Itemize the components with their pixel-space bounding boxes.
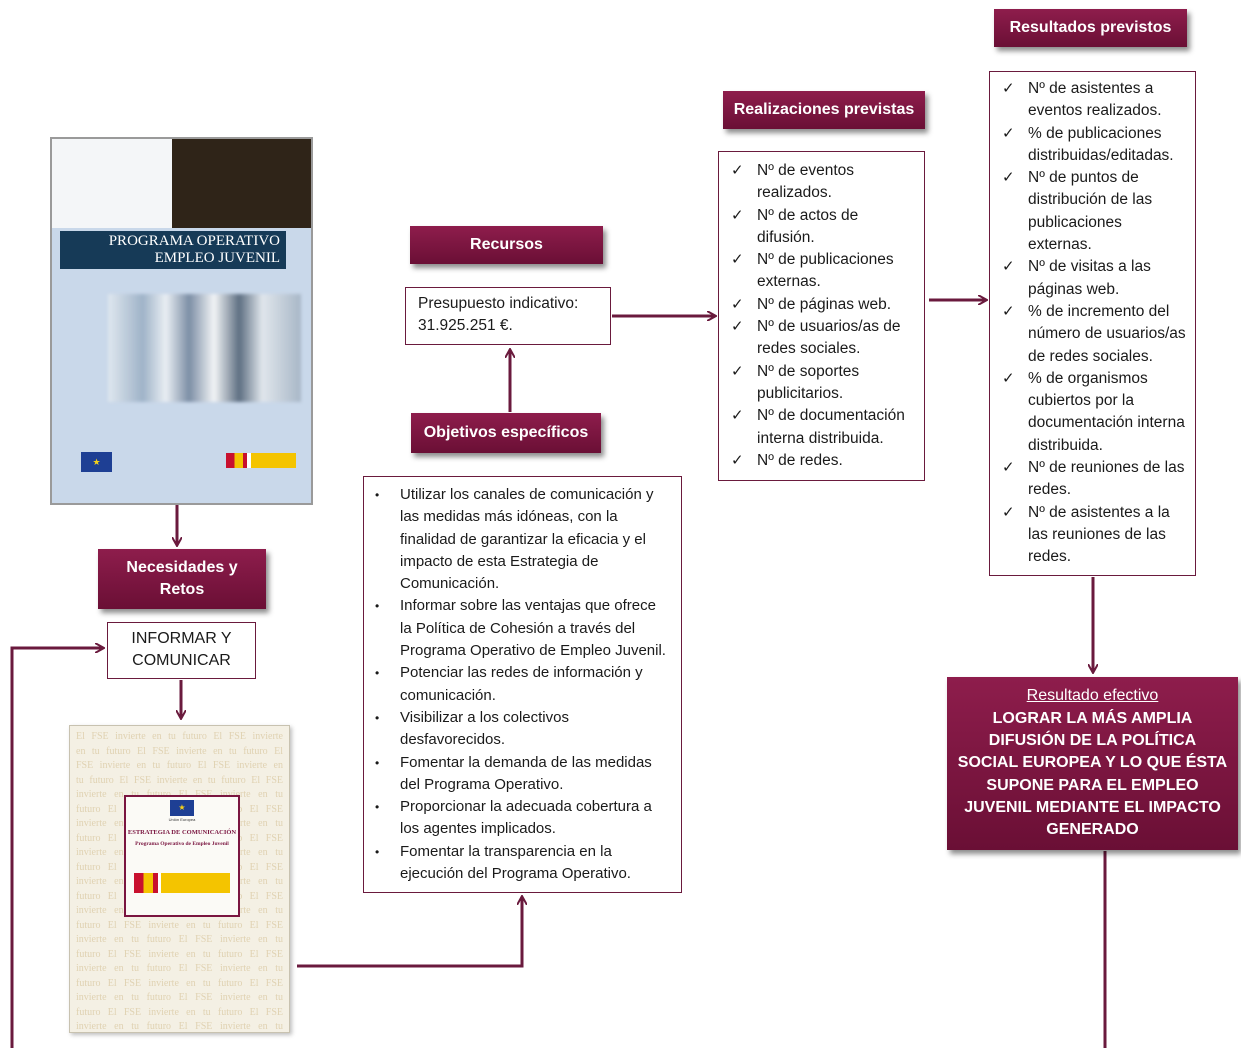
informar-line1: INFORMAR Y — [131, 630, 232, 647]
resultados-list: Nº de asistentes a eventos realizados.% … — [990, 78, 1189, 569]
objetivos-item: Fomentar la demanda de las medidas del P… — [364, 752, 669, 797]
arrow-doc-to-objetivos — [297, 897, 522, 968]
resultado-efectivo-box: Resultado efectivo LOGRAR LA MÁS AMPLIA … — [947, 677, 1238, 850]
realizaciones-item: Nº de actos de difusión. — [719, 205, 916, 250]
resultado-efectivo-heading: Resultado efectivo — [1026, 687, 1159, 705]
resultados-item: % de incremento del número de usuarios/a… — [990, 301, 1189, 368]
objetivos-box: Utilizar los canales de comunicación y l… — [363, 476, 682, 893]
realizaciones-item: Nº de eventos realizados. — [719, 160, 916, 205]
informar-line2: COMUNICAR — [132, 652, 231, 669]
realizaciones-item: Nº de redes. — [719, 450, 916, 473]
recursos-line1: Presupuesto indicativo: — [418, 295, 579, 312]
cover-title-line1: PROGRAMA OPERATIVO — [108, 233, 280, 249]
doc-title: ESTRATEGIA DE COMUNICACIÓN — [127, 829, 237, 836]
objetivos-item: Potenciar las redes de información y com… — [364, 662, 669, 707]
programa-operativo-cover: PROGRAMA OPERATIVO EMPLEO JUVENIL ★ — [50, 137, 313, 505]
eu-flag-icon: ★ — [170, 800, 194, 816]
doc-subtitle: Programa Operativo de Empleo Juvenil — [135, 841, 229, 847]
objetivos-tag: Objetivos específicos — [411, 413, 601, 453]
cover-title-band: PROGRAMA OPERATIVO EMPLEO JUVENIL — [60, 231, 286, 269]
objetivos-list: Utilizar los canales de comunicación y l… — [364, 484, 669, 885]
realizaciones-tag: Realizaciones previstas — [723, 91, 925, 129]
realizaciones-item: Nº de usuarios/as de redes sociales. — [719, 316, 916, 361]
resultados-item: % de publicaciones distribuidas/editadas… — [990, 123, 1189, 168]
arrow-feedback-loop — [10, 648, 103, 1048]
resultados-item: Nº de reuniones de las redes. — [990, 457, 1189, 502]
objetivos-item: Fomentar la transparencia en la ejecució… — [364, 841, 669, 886]
necesidades-label: Necesidades y Retos — [126, 559, 238, 598]
resultados-item: % de organismos cubiertos por la documen… — [990, 368, 1189, 457]
recursos-label: Recursos — [470, 236, 543, 253]
recursos-box: Presupuesto indicativo: 31.925.251 €. — [405, 287, 611, 345]
objetivos-item: Utilizar los canales de comunicación y l… — [364, 484, 669, 595]
recursos-tag: Recursos — [410, 226, 603, 264]
recursos-line2: 31.925.251 €. — [418, 317, 513, 335]
necesidades-tag: Necesidades y Retos — [98, 549, 266, 609]
doc-inner-cover: ★ Unión Europea ESTRATEGIA DE COMUNICACI… — [124, 795, 240, 917]
realizaciones-box: Nº de eventos realizados.Nº de actos de … — [718, 151, 925, 481]
realizaciones-label: Realizaciones previstas — [733, 101, 915, 118]
objetivos-item: Visibilizar a los colectivos desfavoreci… — [364, 707, 669, 752]
realizaciones-list: Nº de eventos realizados.Nº de actos de … — [719, 160, 916, 472]
resultados-item: Nº de visitas a las páginas web. — [990, 256, 1189, 301]
doc-org: Unión Europea — [168, 817, 196, 822]
resultados-label: Resultados previstos — [1009, 19, 1172, 36]
objetivos-label: Objetivos específicos — [423, 424, 589, 441]
objetivos-item: Proporcionar la adecuada cobertura a los… — [364, 796, 669, 841]
cover-white-strip — [52, 139, 172, 228]
estrategia-document: El FSE invierte en tu futuro El FSE invi… — [69, 725, 290, 1033]
resultados-item: Nº de asistentes a eventos realizados. — [990, 78, 1189, 123]
informar-box: INFORMAR Y COMUNICAR — [107, 622, 256, 679]
cover-photo — [108, 294, 301, 402]
eu-flag-icon: ★ — [81, 452, 112, 472]
cover-title-line2: EMPLEO JUVENIL — [154, 250, 280, 266]
resultado-efectivo-text: LOGRAR LA MÁS AMPLIA DIFUSIÓN DE LA POLÍ… — [957, 709, 1228, 839]
objetivos-item: Informar sobre las ventajas que ofrece l… — [364, 595, 669, 662]
resultados-item: Nº de asistentes a la las reuniones de l… — [990, 502, 1189, 569]
spain-ministry-logo — [134, 873, 230, 893]
realizaciones-item: Nº de documentación interna distribuida. — [719, 405, 916, 450]
spain-ministry-logo — [226, 453, 296, 468]
realizaciones-item: Nº de publicaciones externas. — [719, 249, 916, 294]
cover-dark-block — [172, 139, 311, 228]
resultados-box: Nº de asistentes a eventos realizados.% … — [989, 71, 1196, 576]
resultados-item: Nº de puntos de distribución de las publ… — [990, 167, 1189, 256]
realizaciones-item: Nº de páginas web. — [719, 294, 916, 317]
resultados-tag: Resultados previstos — [994, 9, 1187, 47]
realizaciones-item: Nº de soportes publicitarios. — [719, 361, 916, 406]
